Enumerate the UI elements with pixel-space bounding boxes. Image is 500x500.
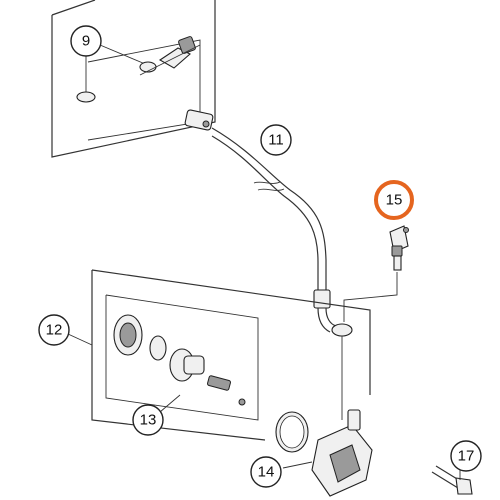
part-11-hose [211,127,353,420]
callout-14: 14 [250,456,282,488]
callout-12: 12 [38,314,70,346]
callout-15-label: 15 [386,192,403,209]
callout-17: 17 [450,440,482,472]
part-14-cylinder [275,409,373,497]
upper-panel [51,0,216,158]
leader-lines [67,333,313,469]
lower-left-panel [91,269,371,441]
part-12-components [113,314,246,406]
callout-12-label: 12 [46,322,63,339]
part-15-switch [343,225,409,322]
callout-15: 15 [374,180,414,220]
part-17-bolt [431,465,473,495]
callout-17-label: 17 [458,448,475,465]
callout-11-label: 11 [268,132,284,149]
callout-14-label: 14 [258,464,275,481]
hose-clamp [184,109,214,131]
callout-13: 13 [132,404,164,436]
part-9-fitting [76,36,201,103]
callout-13-label: 13 [140,412,157,429]
callout-9-label: 9 [82,33,90,50]
callout-11: 11 [260,124,292,156]
callout-9: 9 [70,25,102,57]
